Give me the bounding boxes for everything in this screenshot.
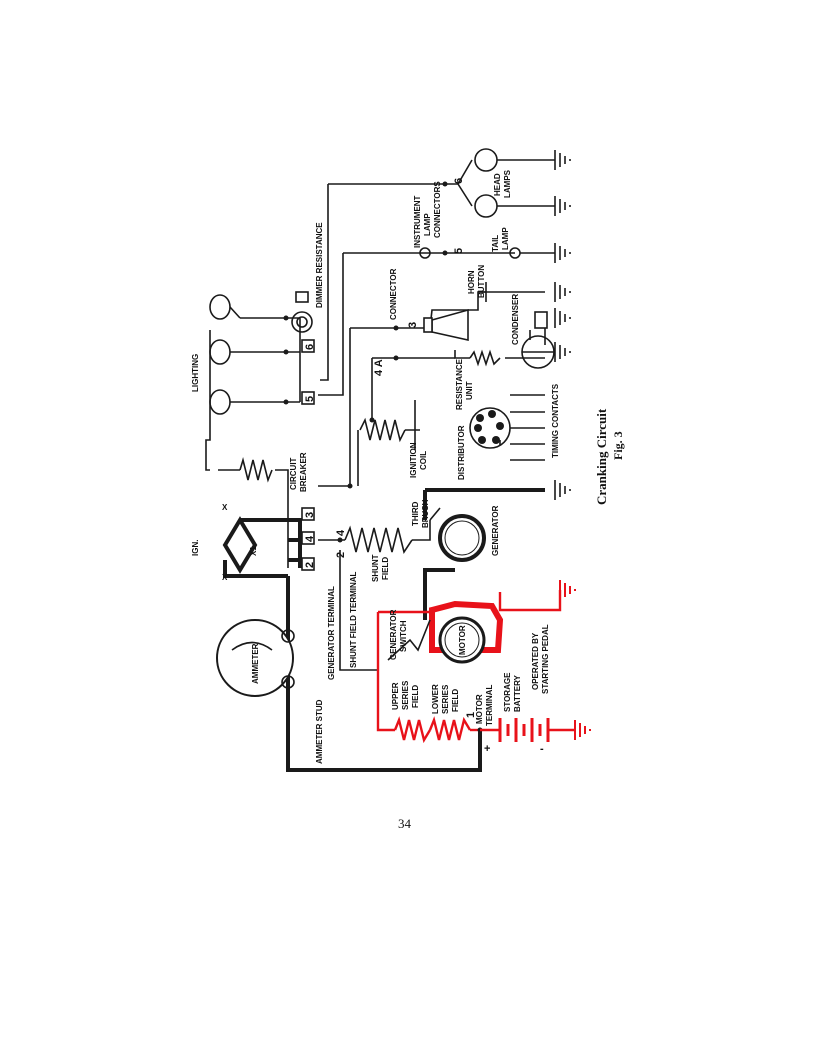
- label-motor-terminal-1: MOTOR: [475, 694, 484, 724]
- wire-number-4: 4: [335, 529, 347, 536]
- label-resistance-unit-1: RESISTANCE: [455, 358, 464, 410]
- condenser: [521, 311, 555, 369]
- wire-numbers: 6 5 3 4 A 4 2 1: [335, 178, 477, 718]
- label-motor-terminal-2: TERMINAL: [485, 685, 494, 726]
- label-head-lamps-1: HEAD: [493, 173, 502, 196]
- label-tail-lamp-1: TAIL: [491, 235, 500, 252]
- label-x1: X1: [249, 546, 258, 556]
- ignition-switch: [222, 516, 258, 574]
- label-ignition-coil-1: IGNITION: [409, 442, 418, 478]
- terminal-block: [301, 339, 315, 571]
- label-upper-series-field-1: UPPER: [391, 682, 400, 710]
- caption-figure: Fig. 3: [611, 431, 625, 460]
- label-upper-series-field-2: SERIES: [401, 680, 410, 710]
- lamps-right: [419, 148, 555, 259]
- terminal-6: 6: [304, 344, 316, 350]
- label-shunt-field-terminal: SHUNT FIELD TERMINAL: [349, 571, 358, 668]
- label-resistance-unit-2: UNIT: [465, 381, 474, 400]
- label-storage-battery-2: BATTERY: [513, 674, 522, 712]
- label-head-lamps-2: LAMPS: [503, 169, 512, 198]
- terminal-2: 2: [304, 562, 316, 568]
- label-horn-button-2: BUTTON: [477, 265, 486, 298]
- junction-dots: [283, 181, 483, 733]
- label-generator-switch-1: GENERATOR: [389, 609, 398, 660]
- wire-number-2: 2: [335, 552, 347, 558]
- label-lighting: LIGHTING: [191, 354, 200, 392]
- label-ammeter-stud: AMMETER STUD: [315, 699, 324, 764]
- ammeter: [216, 619, 295, 697]
- generator: [429, 507, 486, 562]
- label-plus: +: [484, 743, 490, 755]
- label-dimmer-resistance: DIMMER RESISTANCE: [315, 222, 324, 308]
- ground-symbols: [554, 150, 571, 500]
- label-motor: MOTOR: [458, 625, 467, 655]
- label-operated-by-1: OPERATED BY: [531, 632, 540, 690]
- wire-number-3: 3: [407, 322, 419, 328]
- terminal-5: 5: [304, 396, 316, 402]
- wire-number-6: 6: [453, 178, 465, 184]
- resistors: [239, 349, 501, 744]
- terminal-3: 3: [304, 512, 316, 518]
- label-shunt-field-2: FIELD: [381, 557, 390, 580]
- label-lower-series-field-2: SERIES: [441, 684, 450, 714]
- ignition-coil: [359, 417, 406, 443]
- label-shunt-field-1: SHUNT: [371, 554, 380, 582]
- motor: [387, 616, 486, 664]
- wire-number-1: 1: [465, 712, 477, 718]
- cranking-circuit-red: [376, 590, 575, 732]
- label-operated-by-2: STARTING PEDAL: [541, 624, 550, 694]
- upper-series-field-coil: [393, 716, 432, 744]
- dimmer-resistance: [291, 291, 313, 333]
- horn: [423, 282, 487, 341]
- storage-battery: [480, 718, 555, 742]
- shunt-field-coil: [344, 525, 413, 554]
- label-lower-series-field-3: FIELD: [451, 689, 460, 712]
- circuit-breaker-coil: [239, 456, 273, 483]
- label-ignition-coil-2: COIL: [419, 451, 428, 470]
- distributor: [469, 407, 511, 449]
- label-lower-series-field-1: LOWER: [431, 684, 440, 714]
- label-ammeter: AMMETER: [251, 643, 260, 684]
- label-timing-contacts: TIMING CONTACTS: [551, 383, 560, 458]
- labels: LIGHTING DIMMER RESISTANCE INSTRUMENT LA…: [191, 169, 560, 764]
- caption-title: Cranking Circuit: [594, 408, 609, 505]
- label-circuit-breaker-1: CIRCUIT: [289, 457, 298, 490]
- label-tail-lamp-2: LAMP: [501, 227, 510, 250]
- label-connectors: CONNECTORS: [433, 181, 442, 238]
- label-connector: CONNECTOR: [389, 268, 398, 320]
- label-storage-battery-1: STORAGE: [503, 672, 512, 712]
- label-generator-switch-2: SWITCH: [399, 620, 408, 652]
- ground-symbols-red: [559, 580, 591, 740]
- label-circuit-breaker-2: BREAKER: [299, 452, 308, 492]
- label-upper-series-field-3: FIELD: [411, 685, 420, 708]
- label-instrument-lamp-2: LAMP: [423, 213, 432, 236]
- label-instrument-lamp-1: INSTRUMENT: [413, 195, 422, 248]
- label-minus: -: [540, 743, 544, 755]
- label-generator: GENERATOR: [491, 505, 500, 556]
- wire-number-5: 5: [453, 248, 465, 254]
- label-condenser: CONDENSER: [511, 294, 520, 345]
- label-distributor: DISTRIBUTOR: [457, 425, 466, 480]
- terminal-4: 4: [304, 535, 316, 542]
- caption: Cranking Circuit Fig. 3: [594, 408, 625, 505]
- label-third-brush-2: BRUSH: [421, 499, 430, 528]
- label-third-brush-1: THIRD: [411, 501, 420, 526]
- lighting-lamps: [209, 294, 241, 415]
- label-horn-button-1: HORN: [467, 270, 476, 294]
- lower-series-field-coil: [428, 716, 472, 741]
- terminal-numbers: 2 4 3 5 6: [304, 344, 316, 568]
- wire-number-4a: 4 A: [373, 359, 385, 376]
- label-generator-terminal: GENERATOR TERMINAL: [327, 586, 336, 680]
- label-x-bottom: X: [222, 573, 228, 582]
- page-number: 34: [398, 816, 411, 831]
- resistance-unit: [469, 349, 501, 367]
- heavy-leads: [223, 488, 545, 772]
- label-ign: IGN.: [191, 540, 200, 556]
- label-x-top: X: [222, 503, 228, 512]
